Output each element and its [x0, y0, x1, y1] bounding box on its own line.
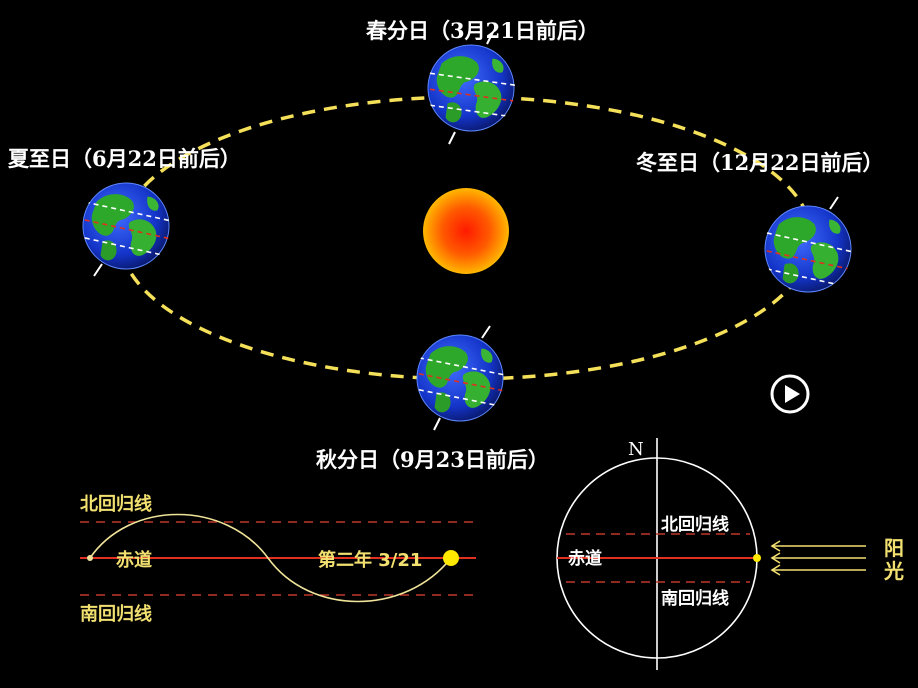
earth-section-panel: N 北回归线 赤道 南回归线 阳 光 [556, 438, 904, 670]
sunlight-arrows [770, 540, 866, 576]
play-button[interactable] [770, 374, 810, 414]
wave-start-dot [87, 555, 93, 561]
label-summer-solstice: 夏至日（6月22日前后） [8, 146, 241, 171]
sunlight-label-1: 阳 [884, 536, 904, 560]
earth-summer-solstice [82, 182, 170, 277]
sun [423, 188, 509, 274]
label-winter-solstice: 冬至日（12月22日前后） [636, 150, 883, 175]
wave-date-marker: 第二年 3/21 [318, 549, 422, 571]
section-label-tropic-north: 北回归线 [661, 514, 729, 535]
sunlight-label-2: 光 [883, 559, 904, 583]
subsolar-wave-panel: 北回归线 赤道 南回归线 第二年 3/21 [80, 493, 476, 625]
wave-label-tropic-south: 南回归线 [80, 603, 152, 625]
earth-winter-solstice [764, 196, 852, 293]
subsolar-wave [89, 513, 452, 603]
label-autumn-equinox: 秋分日（9月23日前后） [316, 447, 549, 472]
subsolar-point [443, 550, 459, 566]
earth-autumn-equinox [416, 325, 504, 431]
section-label-equator: 赤道 [568, 548, 602, 569]
wave-label-equator: 赤道 [116, 549, 152, 571]
north-label: N [628, 439, 644, 460]
label-spring-equinox: 春分日（3月21日前后） [366, 18, 599, 43]
wave-label-tropic-north: 北回归线 [80, 493, 152, 515]
section-label-tropic-south: 南回归线 [661, 588, 729, 609]
earth-spring-equinox [427, 31, 515, 145]
section-subsolar-point [753, 554, 761, 562]
